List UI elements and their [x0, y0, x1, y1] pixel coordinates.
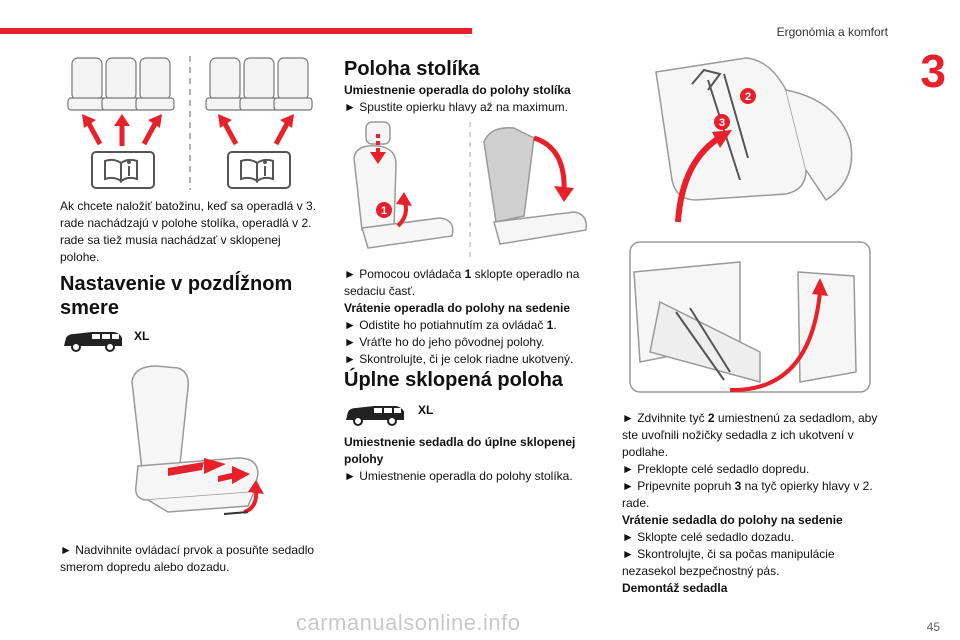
watermark: carmanualsonline.info — [296, 610, 521, 635]
subheading-remove-seat: Demontáž sedadla — [622, 581, 728, 595]
step-lower-headrest: ► Spustite opierku hlavy až na maximum. — [344, 100, 568, 114]
step-check-anchor: ► Skontrolujte, či je celok riadne ukotv… — [344, 352, 574, 366]
heading-longitudinal: Nastavenie v pozdĺžnom smere — [60, 273, 293, 319]
heading-fully-folded: Úplne sklopená poloha — [344, 369, 563, 391]
step-table-position: ► Umiestnenie operadla do polohy stolíka… — [344, 469, 573, 483]
page-number: 45 — [926, 620, 940, 634]
step-check-belt: ► Skontrolujte, či sa počas manipulácie … — [622, 547, 835, 578]
header-red-bar — [0, 28, 472, 34]
car-xl-icon — [346, 406, 404, 426]
seat-tilt-illustration: 2 3 — [655, 57, 853, 223]
step-unlock: ► Odistite ho potiahnutím za ovládač 1. — [344, 318, 557, 332]
subheading-fully-folded: Umiestnenie sedadla do úplne sklopenej p… — [344, 435, 576, 466]
heading-table-position: Poloha stolíka — [344, 58, 480, 80]
subheading-to-table: Umiestnenie operadla do polohy stolíka — [344, 83, 571, 97]
callout-3: 3 — [719, 117, 725, 129]
step-attach-strap: ► Pripevnite popruh 3 na tyč opierky hla… — [622, 479, 873, 510]
xl-badge-2: XL — [418, 403, 434, 417]
seat-slide-illustration — [131, 365, 264, 515]
chapter-number: 3 — [920, 45, 946, 97]
luggage-paragraph: Ak chcete naložiť batožinu, keď sa opera… — [60, 199, 317, 264]
subheading-return-seat: Vrátenie sedadla do polohy na sedenie — [622, 513, 843, 527]
step-fold-backrest: ► Pomocou ovládača 1 sklopte operadlo na… — [344, 267, 580, 298]
callout-2: 2 — [745, 91, 751, 103]
rear-seat-strap-illustration — [629, 241, 871, 393]
xl-badge-1: XL — [134, 329, 150, 343]
read-manual-icon — [227, 151, 291, 189]
seat-rows-manual-illustration — [67, 56, 313, 190]
subheading-return: Vrátenie operadla do polohy na sedenie — [344, 301, 571, 315]
step-tilt-forward: ► Preklopte celé sedadlo dopredu. — [622, 462, 810, 476]
step-lift-bar: ► Zdvihnite tyč 2 umiestnenú za sedadlom… — [622, 411, 878, 459]
callout-1: 1 — [381, 205, 387, 217]
car-xl-icon — [64, 332, 122, 352]
section-title: Ergonómia a komfort — [776, 25, 888, 39]
backrest-fold-illustration: 1 — [353, 121, 587, 258]
step-tilt-back: ► Sklopte celé sedadlo dozadu. — [622, 530, 794, 544]
longitudinal-instruction: ► Nadvihnite ovládací prvok a posuňte se… — [60, 543, 315, 574]
read-manual-icon — [91, 151, 155, 189]
step-return-position: ► Vráťte ho do jeho pôvodnej polohy. — [344, 335, 545, 349]
